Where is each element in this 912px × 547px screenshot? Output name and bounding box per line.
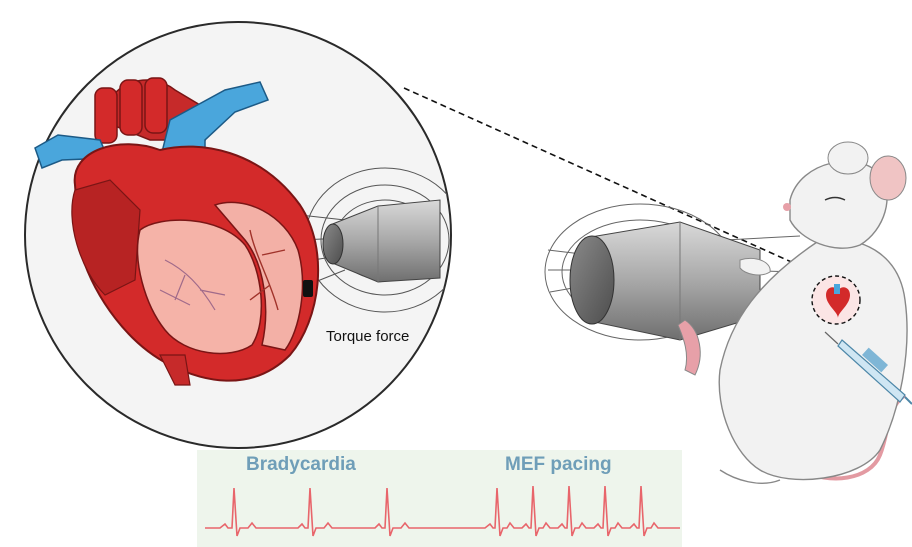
- bradycardia-label: Bradycardia: [246, 454, 356, 476]
- mef-pacing-label: MEF pacing: [505, 454, 612, 476]
- torque-force-label: Torque force: [326, 328, 409, 345]
- magnet-coil-external: [570, 222, 760, 340]
